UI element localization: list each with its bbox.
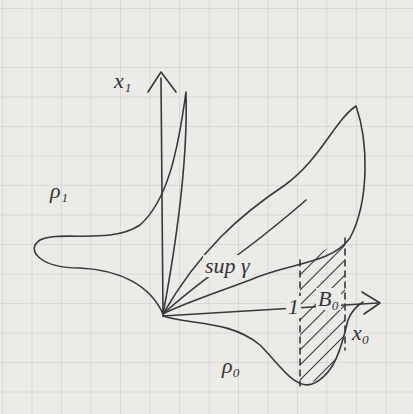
curve-label: ρ₀	[220, 355, 242, 377]
rho0-curve	[163, 302, 363, 385]
curve-label: ρ₁	[48, 180, 70, 202]
sup-gamma-curve	[163, 200, 306, 314]
dashed-line	[344, 238, 346, 350]
upper-leaf-curve	[163, 106, 365, 314]
axis-label: x₀	[350, 322, 371, 344]
axis-arrowhead	[148, 72, 176, 92]
axis-arrowhead	[362, 292, 380, 314]
region-label: B₀	[316, 288, 341, 310]
x1-axis	[161, 78, 163, 316]
rho1-curve	[34, 92, 186, 314]
axis-label: x₁	[112, 70, 133, 92]
curve-label: sup γ	[203, 255, 252, 277]
dashed-line	[299, 260, 301, 386]
tick-label: 1	[286, 296, 301, 318]
